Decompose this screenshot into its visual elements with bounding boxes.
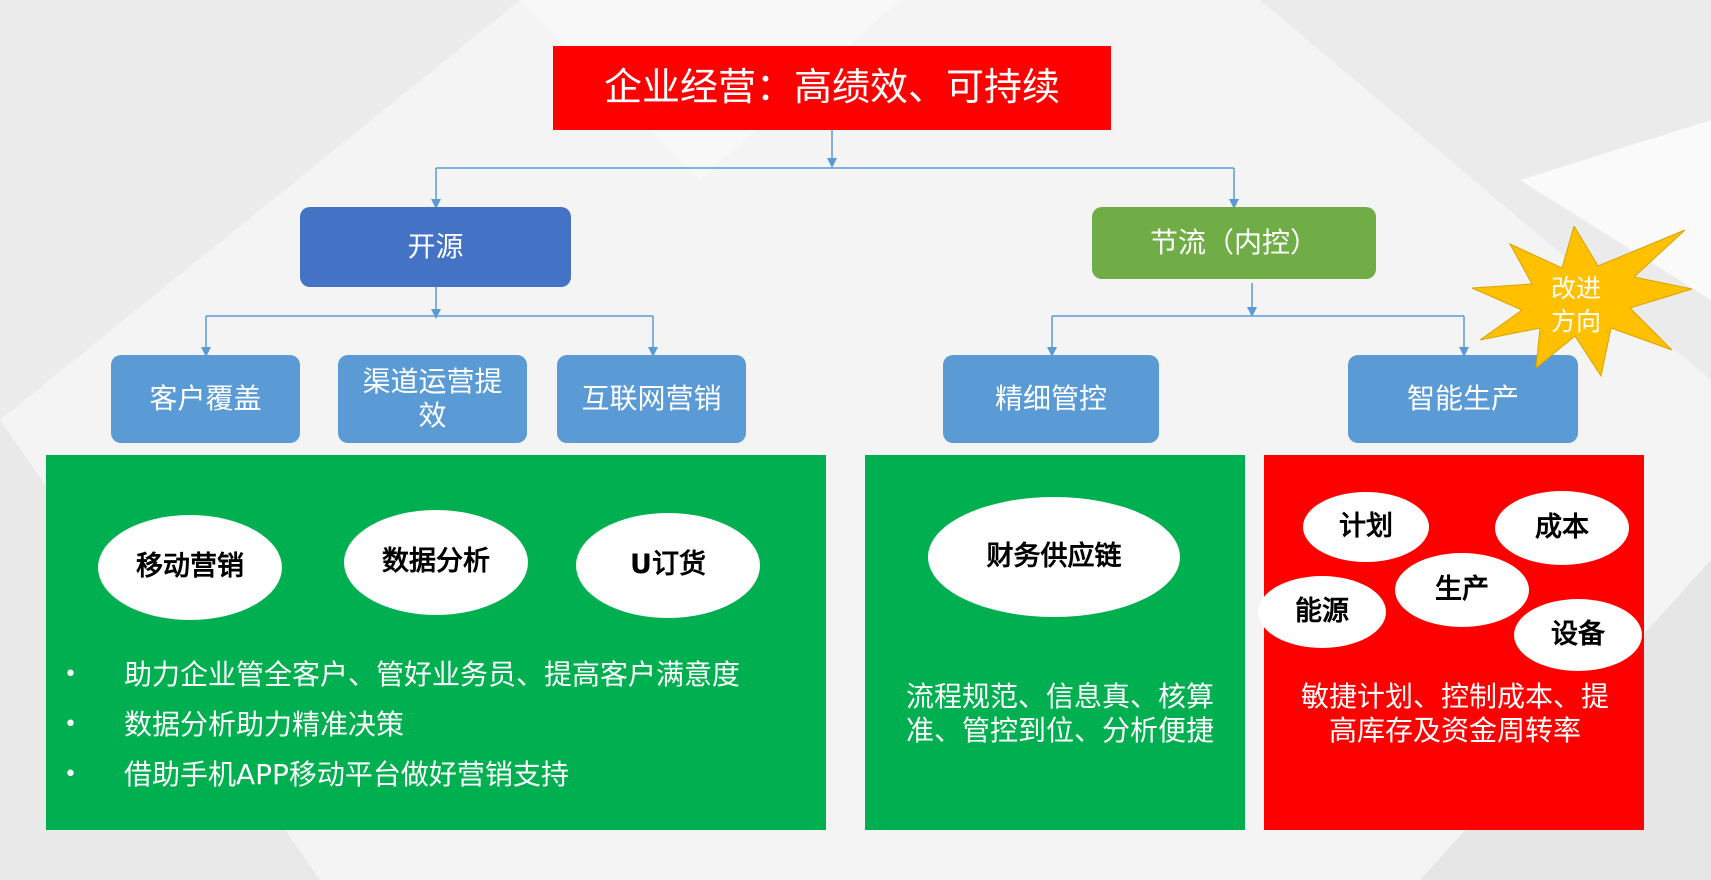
finance-panel: 财务供应链 流程规范、信息真、核算准、管控到位、分析便捷 [865,455,1245,830]
starburst-icon [1471,226,1693,378]
equipment-ellipse: 设备 [1514,599,1642,671]
customer-coverage-box: 客户覆盖 [111,355,300,443]
kaiyuan-panel: 移动营销 数据分析 U订货 助力企业管全客户、管好业务员、提高客户满意度 数据分… [46,455,826,830]
plan-ellipse: 计划 [1303,492,1429,562]
energy-ellipse: 能源 [1258,576,1386,648]
finance-supply-chain-ellipse: 财务供应链 [928,497,1180,617]
bullet-item: 借助手机APP移动平台做好营销支持 [46,750,826,800]
title-box: 企业经营：高绩效、可持续 [553,46,1111,130]
mobile-marketing-ellipse: 移动营销 [98,515,282,620]
data-analysis-ellipse: 数据分析 [344,510,528,615]
internet-marketing-box: 互联网营销 [557,355,746,443]
kaiyuan-bullets: 助力企业管全客户、管好业务员、提高客户满意度 数据分析助力精准决策 借助手机AP… [46,650,826,800]
smart-production-box: 智能生产 [1348,355,1578,443]
kaiyuan-box: 开源 [300,207,571,287]
production-description: 敏捷计划、控制成本、提高库存及资金周转率 [1300,680,1609,747]
improvement-callout: 改进方向 [1550,274,1601,336]
channel-efficiency-box: 渠道运营提效 [338,355,527,443]
bullet-item: 助力企业管全客户、管好业务员、提高客户满意度 [46,650,826,700]
fine-control-box: 精细管控 [943,355,1159,443]
jieliu-box: 节流（内控） [1092,207,1376,279]
finance-description: 流程规范、信息真、核算准、管控到位、分析便捷 [905,680,1214,747]
bullet-item: 数据分析助力精准决策 [46,700,826,750]
production-ellipse: 生产 [1395,553,1529,627]
production-panel: 计划 成本 生产 能源 设备 敏捷计划、控制成本、提高库存及资金周转率 [1258,455,1644,830]
u-order-ellipse: U订货 [576,513,760,618]
cost-ellipse: 成本 [1495,491,1629,565]
